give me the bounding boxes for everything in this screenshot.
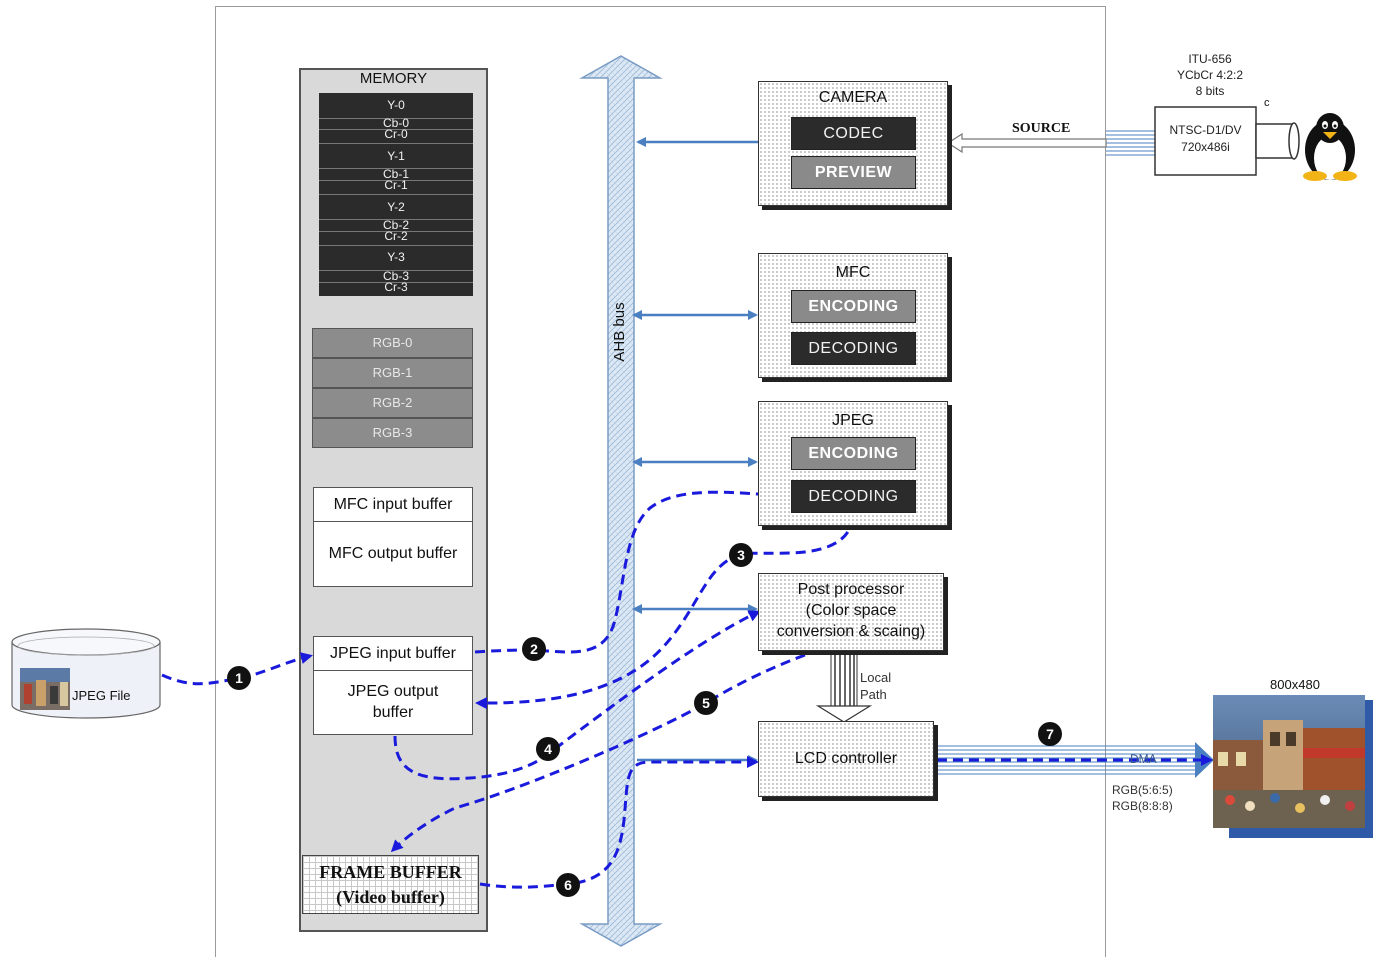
rgb-row-2: RGB-2 bbox=[312, 388, 473, 418]
step-badge-1: 1 bbox=[227, 666, 251, 690]
step-badge-7: 7 bbox=[1038, 722, 1062, 746]
yuv-y0: Y-0 bbox=[387, 98, 405, 112]
post-processor-line1: Post processor bbox=[797, 581, 905, 598]
mfc-title: MFC bbox=[835, 264, 871, 281]
jpeg-output-buffer: JPEG output buffer bbox=[313, 670, 473, 735]
yuv-cb0: Cb-0 bbox=[382, 116, 409, 130]
memory-title: MEMORY bbox=[359, 70, 428, 87]
local-path-label: Local Path bbox=[860, 669, 910, 703]
sensor-spec-line3: 8 bits bbox=[1195, 84, 1225, 98]
display-format-888: RGB(8:8:8) bbox=[1112, 799, 1173, 813]
display-format-565: RGB(5:6:5) bbox=[1112, 783, 1173, 797]
sensor-spec: ITU-656 YCbCr 4:2:2 8 bits bbox=[1150, 51, 1270, 99]
ahb-bus-label: AHB bus bbox=[611, 302, 628, 362]
jpeg-decoding-block: DECODING bbox=[791, 480, 916, 513]
post-processor-line3: conversion & scaing) bbox=[776, 623, 926, 640]
yuv-separator bbox=[319, 143, 473, 144]
post-processor-unit: Post processor (Color space conversion &… bbox=[758, 573, 944, 651]
frame-buffer: FRAME BUFFER (Video buffer) bbox=[302, 855, 479, 914]
yuv-separator bbox=[319, 118, 473, 119]
step-badge-4: 4 bbox=[536, 737, 560, 761]
source-label: SOURCE bbox=[1012, 121, 1071, 136]
dma-line-bundle bbox=[937, 745, 1195, 775]
sensor-box-label: NTSC-D1/DV 720x486i bbox=[1155, 122, 1256, 156]
lcd-controller-unit: LCD controller bbox=[758, 721, 934, 797]
yuv-cb1: Cb-1 bbox=[382, 167, 409, 181]
frame-buffer-line2: (Video buffer) bbox=[336, 887, 445, 907]
source-line-bundle bbox=[1106, 130, 1155, 156]
camera-title: CAMERA bbox=[818, 89, 888, 106]
display-picture-icon bbox=[1213, 695, 1373, 838]
jpeg-file-database-icon bbox=[11, 628, 161, 719]
flow-step-6 bbox=[479, 756, 759, 889]
flow-step-3 bbox=[475, 516, 855, 710]
svg-text:2: 2 bbox=[530, 641, 538, 657]
jpeg-input-buffer: JPEG input buffer bbox=[313, 636, 473, 671]
post-processor-line2: (Color space bbox=[805, 602, 897, 619]
yuv-separator bbox=[319, 231, 473, 232]
jpeg-output-buffer-line2: buffer bbox=[372, 704, 414, 721]
local-path-line1: Local bbox=[860, 670, 892, 685]
yuv-separator bbox=[319, 282, 473, 283]
sensor-corner-label: c bbox=[1264, 97, 1270, 109]
dma-label: DMA bbox=[1130, 752, 1157, 766]
yuv-cr1: Cr-1 bbox=[384, 178, 408, 192]
sensor-box-line1: NTSC-D1/DV bbox=[1169, 123, 1242, 137]
yuv-separator bbox=[319, 270, 473, 271]
display-resolution-label: 800x480 bbox=[1270, 677, 1320, 692]
local-path-line2: Path bbox=[860, 687, 887, 702]
svg-text:3: 3 bbox=[737, 547, 745, 563]
yuv-separator bbox=[319, 219, 473, 220]
yuv-separator bbox=[319, 194, 473, 195]
yuv-cr3: Cr-3 bbox=[384, 280, 408, 294]
source-arrow bbox=[946, 132, 1107, 154]
yuv-y3: Y-3 bbox=[387, 250, 405, 264]
yuv-separator bbox=[319, 129, 473, 130]
rgb-row-0: RGB-0 bbox=[312, 328, 473, 358]
yuv-y1: Y-1 bbox=[387, 149, 405, 163]
jpeg-file-label: JPEG File bbox=[72, 688, 131, 703]
jpeg-encoding-block: ENCODING bbox=[791, 437, 916, 470]
display-format-labels: RGB(5:6:5) RGB(8:8:8) bbox=[1112, 782, 1173, 814]
penguin-icon bbox=[1303, 113, 1357, 181]
yuv-cb3: Cb-3 bbox=[382, 269, 409, 283]
yuv-separator bbox=[319, 168, 473, 169]
yuv-separator bbox=[319, 245, 473, 246]
svg-text:6: 6 bbox=[564, 877, 572, 893]
step-badge-2: 2 bbox=[522, 637, 546, 661]
jpeg-title: JPEG bbox=[832, 412, 874, 429]
frame-buffer-line1: FRAME BUFFER bbox=[319, 862, 462, 882]
mfc-output-buffer: MFC output buffer bbox=[313, 521, 473, 587]
step-badge-3: 3 bbox=[729, 543, 753, 567]
yuv-y2: Y-2 bbox=[387, 200, 405, 214]
svg-text:4: 4 bbox=[544, 741, 552, 757]
mfc-input-buffer: MFC input buffer bbox=[313, 487, 473, 522]
camera-codec-block: CODEC bbox=[791, 117, 916, 150]
jpeg-output-buffer-line1: JPEG output bbox=[347, 683, 439, 700]
flow-step-5 bbox=[390, 653, 806, 853]
yuv-cr2: Cr-2 bbox=[384, 229, 408, 243]
mfc-decoding-block: DECODING bbox=[791, 332, 916, 365]
flow-step-1 bbox=[161, 652, 313, 686]
rgb-row-1: RGB-1 bbox=[312, 358, 473, 388]
rgb-row-3: RGB-3 bbox=[312, 418, 473, 448]
mfc-encoding-block: ENCODING bbox=[791, 290, 916, 323]
local-path-arrow bbox=[815, 652, 873, 723]
yuv-cb2: Cb-2 bbox=[382, 218, 409, 232]
ahb-bus-arrow bbox=[579, 55, 663, 947]
sensor-box-line2: 720x486i bbox=[1181, 140, 1230, 154]
mfc-unit bbox=[758, 253, 948, 378]
camera-sensor-icon bbox=[1154, 106, 1300, 176]
yuv-cr0: Cr-0 bbox=[384, 127, 408, 141]
camera-preview-block: PREVIEW bbox=[791, 156, 916, 189]
sensor-spec-line2: YCbCr 4:2:2 bbox=[1176, 68, 1244, 82]
step-badge-5: 5 bbox=[694, 691, 718, 715]
svg-text:7: 7 bbox=[1046, 726, 1054, 742]
sensor-spec-line1: ITU-656 bbox=[1188, 52, 1232, 66]
step-badge-6: 6 bbox=[556, 873, 580, 897]
svg-text:5: 5 bbox=[702, 695, 710, 711]
yuv-separator bbox=[319, 180, 473, 181]
svg-text:1: 1 bbox=[235, 670, 243, 686]
